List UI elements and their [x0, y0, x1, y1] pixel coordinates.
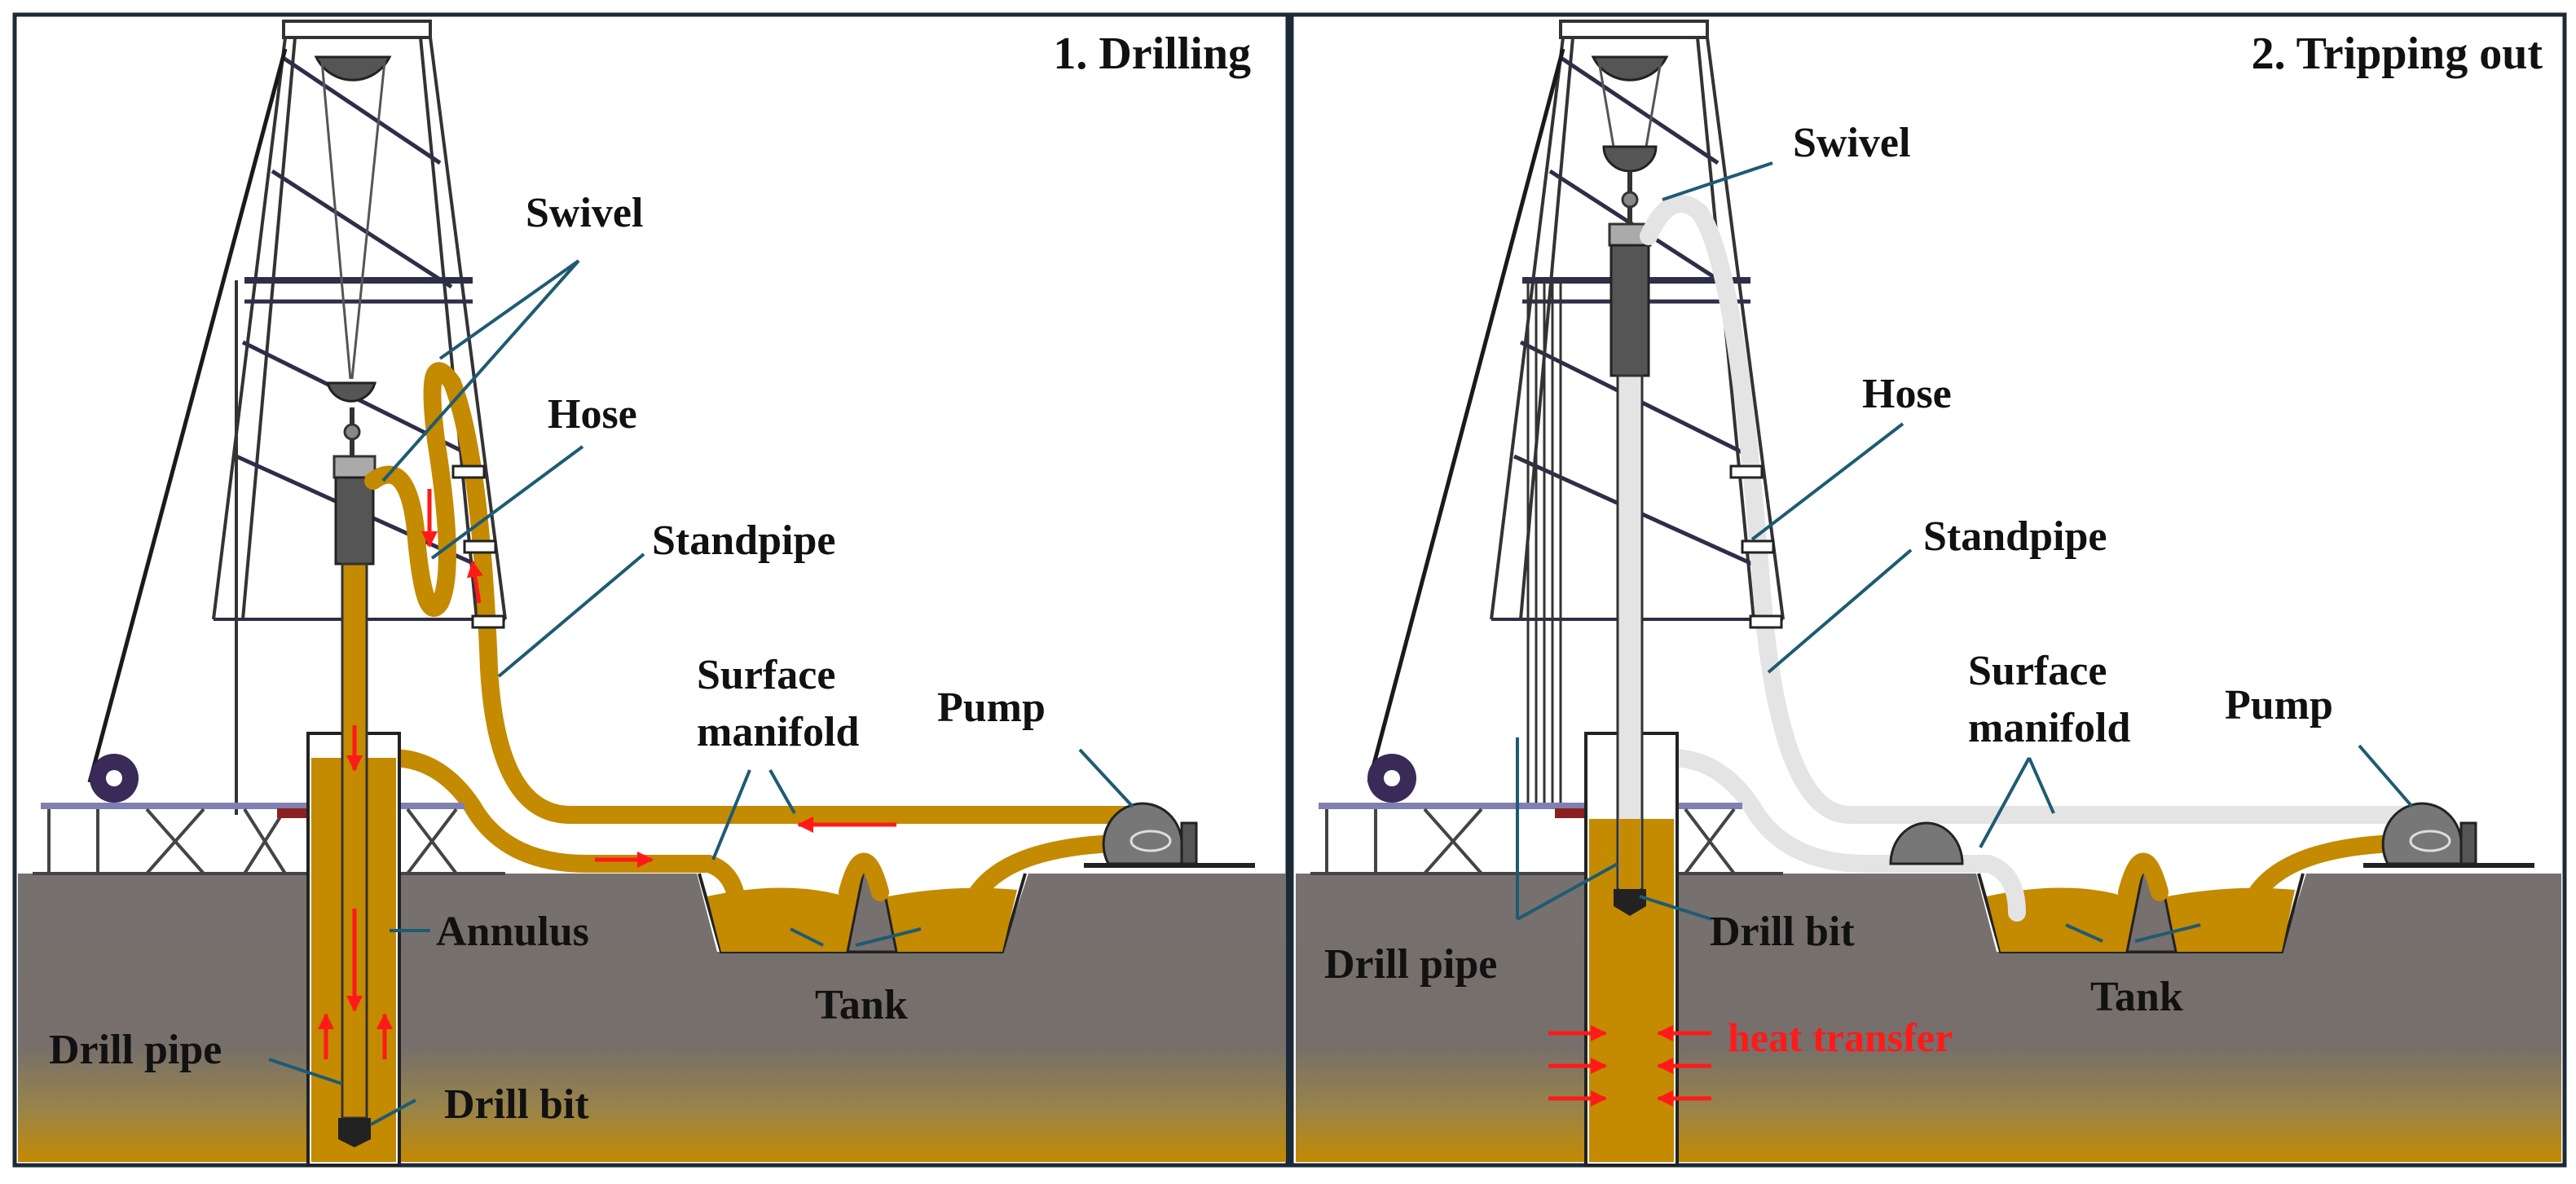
- label-drill-bit: Drill bit: [1710, 909, 1855, 955]
- label-standpipe: Standpipe: [1923, 513, 2107, 560]
- label-standpipe: Standpipe: [652, 517, 835, 564]
- label-tank: Tank: [2090, 974, 2183, 1020]
- label-annulus: Annulus: [436, 909, 589, 955]
- leader-lines: [268, 259, 1134, 1126]
- label-hose: Hose: [1862, 371, 1952, 417]
- pump: [1889, 802, 2534, 868]
- travelling-block: [314, 55, 392, 456]
- label-pump: Pump: [2225, 682, 2333, 728]
- label-swivel: Swivel: [526, 190, 643, 236]
- label-surface-manifold-1: Surface: [697, 652, 835, 698]
- drill-floor: [1310, 754, 1783, 875]
- label-surface-manifold-1: Surface: [1968, 648, 2107, 694]
- panel-title: 1. Drilling: [1053, 29, 1251, 79]
- heat-arrows: [1548, 1025, 1711, 1107]
- label-drill-bit: Drill bit: [444, 1081, 589, 1128]
- label-hose: Hose: [548, 391, 637, 438]
- idle-lines: [1640, 195, 2413, 922]
- mud-lines: [2118, 834, 2405, 901]
- drill-floor: [33, 754, 505, 875]
- label-pump: Pump: [937, 684, 1046, 731]
- label-heat-transfer: heat transfer: [1728, 1015, 1953, 1060]
- racked-pipes: [1526, 280, 1562, 807]
- hose-clamps: [451, 464, 505, 629]
- ground: [18, 874, 1286, 1162]
- pump: [1084, 802, 1255, 868]
- panel-drilling: 1. Drilling Swivel Hose Standpipe Surfac…: [12, 12, 1290, 1168]
- label-swivel: Swivel: [1793, 120, 1910, 166]
- label-tank: Tank: [815, 982, 908, 1028]
- label-surface-manifold-2: manifold: [1968, 705, 2130, 751]
- panel-tripping-out: 2. Tripping out Swivel Hose Standpipe Su…: [1289, 12, 2567, 1168]
- label-drill-pipe: Drill pipe: [1324, 941, 1497, 988]
- wellbore: [306, 562, 401, 1167]
- panel-title: 2. Tripping out: [2252, 29, 2543, 79]
- swivel: [332, 455, 376, 566]
- mud-lines: [364, 362, 1134, 922]
- label-surface-manifold-2: manifold: [697, 709, 859, 755]
- leader-lines: [1516, 161, 2414, 943]
- label-drill-pipe: Drill pipe: [49, 1027, 222, 1073]
- flow-arrows: [318, 489, 896, 1059]
- hose-clamps: [1729, 464, 1783, 629]
- travelling-block: [1591, 55, 1669, 377]
